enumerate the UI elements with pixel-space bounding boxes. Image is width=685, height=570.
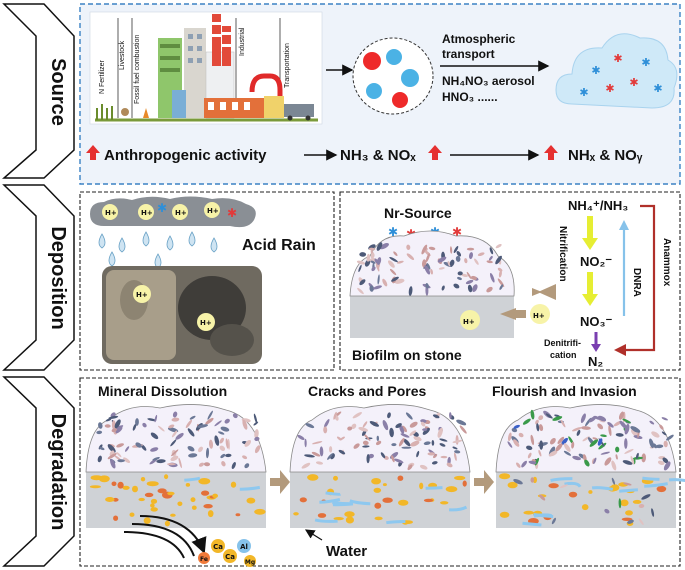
svg-text:✱: ✱ [653, 82, 662, 95]
svg-text:H+: H+ [175, 209, 187, 217]
emissions-label: NH₃ & NOₓ [340, 147, 416, 164]
acid-rain-panel: H+ H+ H+ H+ ✱ ✱ Acid Rain H+ [79, 191, 335, 371]
svg-text:✱: ✱ [613, 52, 622, 65]
sector-label-industrial: Industrial [239, 27, 246, 56]
svg-text:H+: H+ [141, 209, 153, 217]
sector-label-fossil: Fossil fuel combustion [134, 35, 141, 104]
hno3-label: HNO₃ ...... [442, 90, 498, 104]
biofilm-label: Biofilm on stone [352, 347, 462, 363]
factory-illustration: N Fertilizer Livestock Fossil fuel combu… [89, 11, 323, 125]
svg-text:H+: H+ [136, 291, 148, 299]
svg-text:H+: H+ [200, 319, 212, 327]
ion-ca-1: Ca [213, 543, 223, 551]
anammox-label: Anammox [661, 238, 672, 287]
n2-label: N₂ [588, 354, 603, 369]
svg-text:✱: ✱ [579, 86, 588, 99]
sector-label-livestock: Livestock [119, 40, 126, 70]
svg-text:✱: ✱ [452, 225, 462, 239]
flourish-invasion-label: Flourish and Invasion [492, 383, 637, 399]
sector-label-transportation: Transportation [284, 43, 291, 88]
svg-text:✱: ✱ [388, 225, 398, 239]
svg-text:✱: ✱ [227, 206, 237, 220]
stone-relief-photo: H+ H+ [102, 266, 262, 364]
svg-text:H+: H+ [463, 318, 475, 326]
mineral-dissolution-label: Mineral Dissolution [98, 383, 227, 399]
svg-text:H+: H+ [533, 312, 545, 320]
scene-mineral-dissolution [85, 404, 267, 559]
degradation-panel: Mineral Dissolution Cracks and Pores Flo… [79, 377, 685, 567]
svg-text:✱: ✱ [157, 201, 167, 215]
scene-cracks-pores [289, 404, 471, 528]
denitrification-label-1: Denitrifi- [544, 338, 581, 348]
ion-ca-2: Ca [225, 553, 235, 561]
water-label: Water [326, 543, 367, 560]
no2-label: NO₂⁻ [580, 254, 612, 269]
anthropogenic-label: Anthropogenic activity [104, 147, 267, 164]
crops-icon [96, 104, 149, 120]
dnra-label: DNRA [631, 268, 642, 297]
denitrification-label-2: cation [550, 350, 577, 360]
source-panel: N Fertilizer Livestock Fossil fuel combu… [79, 3, 681, 185]
transport-label: transport [442, 47, 495, 61]
aerosol-particles-icon [352, 37, 434, 115]
svg-text:✱: ✱ [641, 56, 650, 69]
nitrification-label: Nitrification [557, 226, 568, 282]
pollution-cloud-icon: ✱ ✱ ✱ ✱ ✱ ✱ ✱ [555, 33, 678, 109]
industrial-buildings-icon [158, 14, 314, 121]
ion-al: Al [240, 543, 248, 551]
aerosol-label: NH₄NO₃ aerosol [442, 74, 535, 88]
svg-text:H+: H+ [207, 207, 219, 215]
no3-label: NO₃⁻ [580, 314, 613, 329]
svg-text:✱: ✱ [591, 64, 600, 77]
deposition-chevron: Deposition [2, 184, 75, 371]
stage-chevrons: Source Deposition Degradation [2, 3, 75, 567]
biofilm-panel: Nr-Source ✱ ✱ ✱ ✱ H+ H+ Biofilm on stone… [339, 191, 681, 371]
atmospheric-label: Atmospheric [442, 32, 516, 46]
svg-text:✱: ✱ [605, 82, 614, 95]
raindrops-icon [98, 231, 218, 269]
ion-fe: Fe [200, 556, 208, 563]
svg-text:H+: H+ [105, 209, 117, 217]
released-ions: Ca Ca Al Fe Mg [198, 539, 256, 567]
sector-label-fertilizer: N Fertilizer [99, 59, 106, 94]
biofilm-microbes [356, 242, 505, 296]
ion-mg: Mg [245, 559, 255, 566]
nr-source-label: Nr-Source [384, 205, 452, 221]
source-stage-label: Source [47, 58, 69, 126]
products-label: NHₓ & NOᵧ [568, 147, 643, 164]
degradation-chevron: Degradation [2, 376, 75, 567]
svg-text:✱: ✱ [629, 76, 638, 89]
source-chevron: Source [2, 3, 75, 179]
acid-rain-label: Acid Rain [242, 237, 316, 254]
scene-flourish-invasion [495, 404, 685, 528]
nh4-label: NH₄⁺/NH₃ [568, 198, 628, 213]
degradation-stage-label: Degradation [47, 414, 69, 531]
nitrogen-cycle: NH₄⁺/NH₃ Anammox Nitrification NO₂⁻ DNRA… [544, 198, 672, 369]
cracks-pores-label: Cracks and Pores [308, 383, 426, 399]
deposition-stage-label: Deposition [47, 226, 69, 329]
